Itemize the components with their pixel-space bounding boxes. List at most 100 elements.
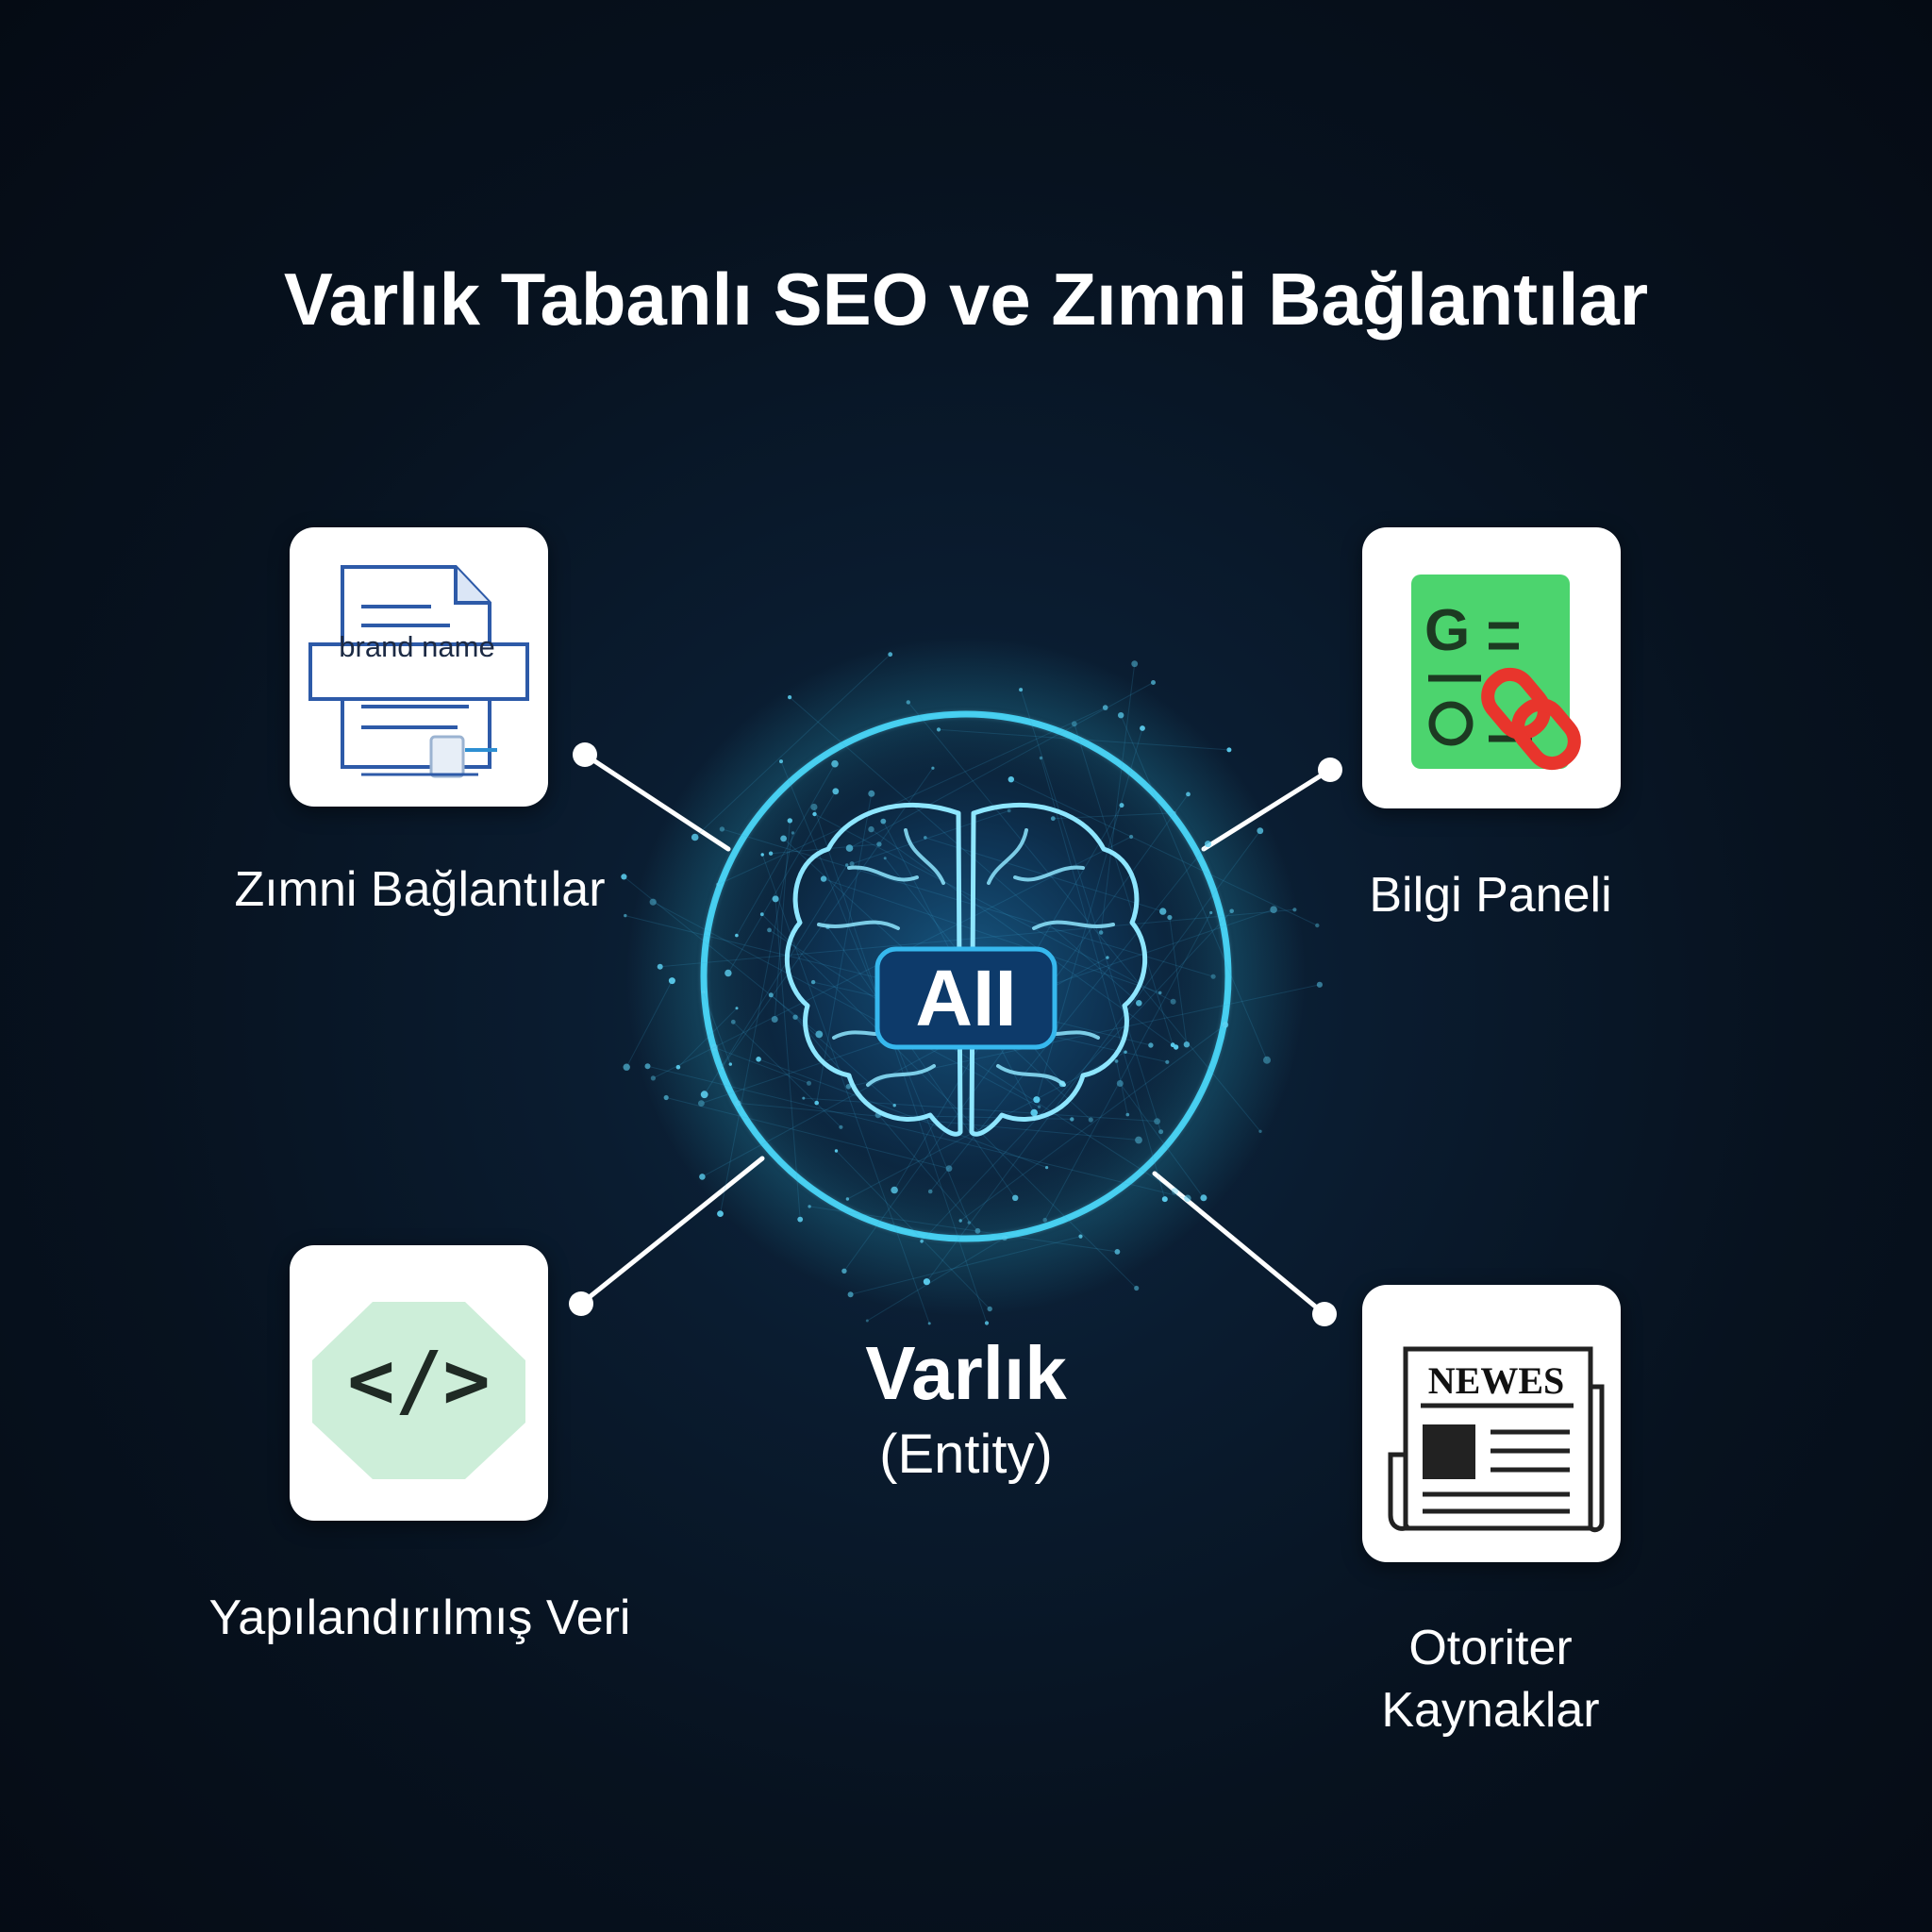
particle-dot [768,851,774,856]
particle-dot [792,1014,798,1020]
particle-dot [1209,910,1213,915]
entity-title: Varlık [865,1331,1067,1415]
particle-dot [1125,1112,1130,1117]
particle-dot [815,1030,824,1039]
particle-link [847,1051,1126,1200]
label-authoritative-sources-line2: Kaynaklar [1381,1683,1600,1738]
particle-dot [1222,1022,1229,1028]
particle-link [736,763,836,936]
particle-dot [1129,834,1134,840]
particle-dot [987,1306,992,1312]
particle-dot [1158,991,1162,995]
particle-link [814,813,1174,1003]
particle-dot [698,1100,705,1107]
particle-dot [1263,1056,1271,1064]
particle-link [1116,1060,1128,1115]
particle-link [721,767,934,1068]
newspaper-masthead: NEWES [1427,1359,1565,1402]
particle-dot [1315,923,1320,928]
particle-dot [623,1063,630,1071]
particle-dot [808,1205,811,1208]
particle-dot [1229,908,1234,914]
particle-dot [1165,1059,1170,1064]
particle-dot [756,1057,761,1062]
particle-dot [621,874,627,880]
particle-dot [1114,1059,1119,1063]
particle-dot [1173,811,1176,815]
particle-link [816,793,873,1104]
label-implicit-links: Zımni Bağlantılar [234,862,606,917]
connector-authoritative-sources [1152,1171,1327,1317]
particle-dot [880,818,887,824]
label-structured-data: Yapılandırılmış Veri [208,1591,631,1645]
particle-dot [1257,827,1264,835]
brain-icon [784,802,1148,1137]
connector-endpoints [569,742,1342,1326]
particle-link [1169,917,1188,1045]
particle-link [624,876,820,1035]
particle-dot [717,1210,724,1217]
particle-dot [716,882,720,887]
particle-link [666,1097,950,1170]
google-g-glyph: G [1424,598,1471,663]
particle-link [659,908,1295,968]
particle-dot [883,857,887,860]
particle-dot [892,1104,896,1108]
particle-dot [807,1080,811,1086]
particle-dot [841,1268,847,1274]
particle-dot [1258,1129,1262,1134]
particle-link [1041,758,1166,1200]
particle-link [703,991,731,1065]
particle-link [774,898,801,1220]
particle-link [714,1046,809,1084]
particle-link [1010,778,1318,926]
particle-dot [1019,688,1024,692]
particle-dot [845,863,849,867]
particle-dot [834,1149,839,1153]
particle-link [717,707,1106,886]
connector-knowledge-panel [1201,767,1333,852]
particle-dot [1316,981,1323,988]
particle-dot [1119,803,1124,808]
code-icon [312,1302,525,1479]
particle-dot [720,1066,724,1070]
particle-dot [1170,1042,1175,1048]
particle-dot [710,1043,718,1052]
particle-dot [1270,906,1277,913]
particle-link [720,832,793,1214]
particle-link [727,791,837,974]
particle-dot [780,835,787,842]
label-authoritative-sources: Otoriter Kaynaklar [1255,1617,1726,1741]
particle-dot [1030,1108,1038,1117]
particle-link [761,913,1138,1289]
particle-dot [1050,816,1056,822]
particle-dot [812,811,817,817]
particle-link [1044,912,1212,1221]
particle-dot [868,790,875,797]
ai-badge-label: AII [915,954,1017,1042]
particle-dot [1008,776,1015,783]
particle-dot [788,695,792,700]
particle-dot [876,841,882,847]
particle-dot [1071,721,1077,727]
particle-dot [1151,680,1156,685]
particle-dot [668,977,675,985]
particle-dot [1007,808,1011,813]
particle-dot [1012,1194,1019,1202]
particle-dot [832,788,840,795]
particle-link [677,1008,738,1068]
particle-dot [787,818,792,824]
particle-dot [768,992,774,998]
particle-dot [1140,725,1145,731]
particle-dot [945,1165,953,1172]
particle-link [850,1236,1081,1295]
particle-dot [797,1216,804,1223]
particle-dot [1131,660,1139,668]
particle-dot [958,1219,962,1223]
particle-dot [924,836,927,840]
card-authoritative-sources: NEWES [1362,1285,1621,1562]
particle-link [823,878,1160,993]
particle-dot [650,1075,657,1081]
endpoint-dot [573,742,597,767]
particle-dot [675,1064,681,1070]
